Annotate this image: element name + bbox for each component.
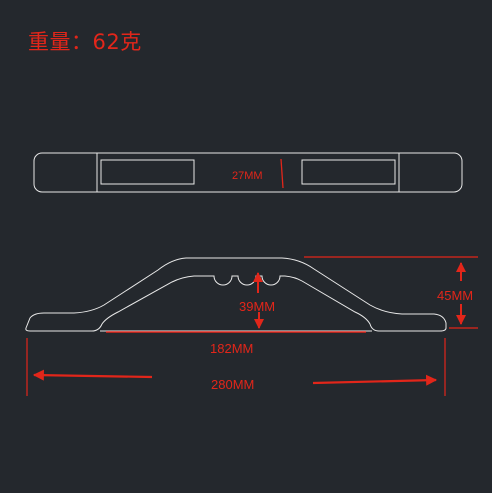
weight-label: 重量：62克	[28, 30, 142, 54]
inner-height-label: 39MM	[239, 299, 275, 314]
width-label: 27MM	[232, 170, 263, 182]
total-length-label: 280MM	[211, 377, 254, 392]
top-view-left-slot	[100, 159, 195, 185]
side-view-outer-profile	[25, 257, 447, 332]
length-arrow-right	[312, 374, 438, 386]
width-dimension-line	[280, 158, 284, 189]
top-view-outline	[33, 152, 463, 193]
length-arrow-left	[32, 369, 153, 381]
side-view	[25, 257, 447, 332]
height-label: 45MM	[437, 288, 473, 303]
inner-span-label: 182MM	[210, 341, 253, 356]
top-view-right-slot	[301, 159, 396, 185]
top-view	[33, 152, 463, 193]
